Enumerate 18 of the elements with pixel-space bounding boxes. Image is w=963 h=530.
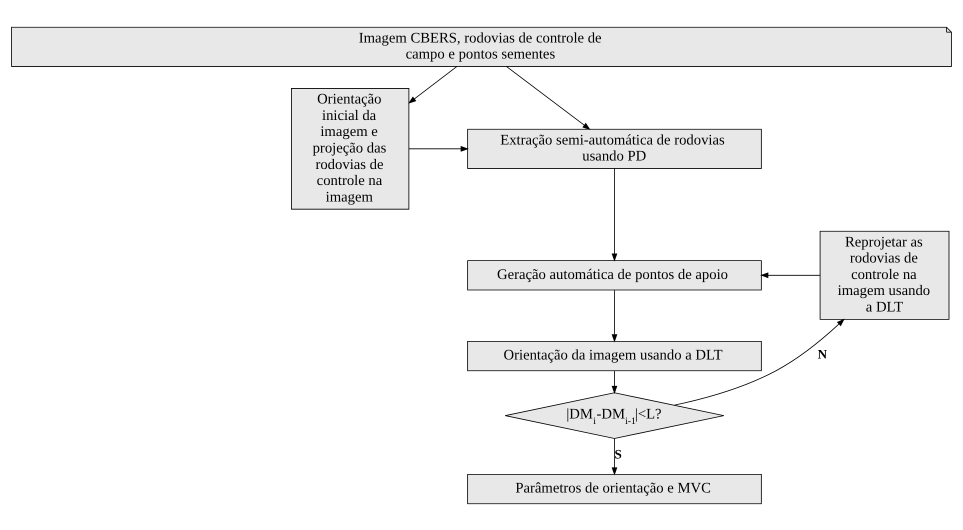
arrow [408, 66, 458, 104]
node-box: Reprojetar as rodovias de controle na imagem usando a DLT [820, 230, 950, 320]
arrow [506, 66, 591, 130]
edge-label: N [818, 346, 828, 361]
arrow [612, 370, 618, 394]
arrow [674, 318, 845, 406]
edge-label: S [614, 446, 622, 462]
arrow [760, 272, 820, 278]
node-box: Geração automática de pontos de apoio [467, 260, 762, 290]
node-box: Orientação da imagem usando a DLT [467, 340, 762, 371]
arrow [408, 145, 469, 152]
node-box: Parâmetros de orientação e MVC [467, 473, 762, 504]
arrow [612, 438, 618, 476]
arrow [612, 289, 618, 342]
node-diamond: |DM$_{i}$-DM$_{i-1}$|<L? [504, 392, 724, 438]
node-box: Extração semi-automática de rodovias usando PD [467, 128, 762, 168]
arrow [612, 168, 618, 262]
node-box: Orientação inicial da imagem e projeção das rodovias de controle na imagem [291, 88, 410, 210]
